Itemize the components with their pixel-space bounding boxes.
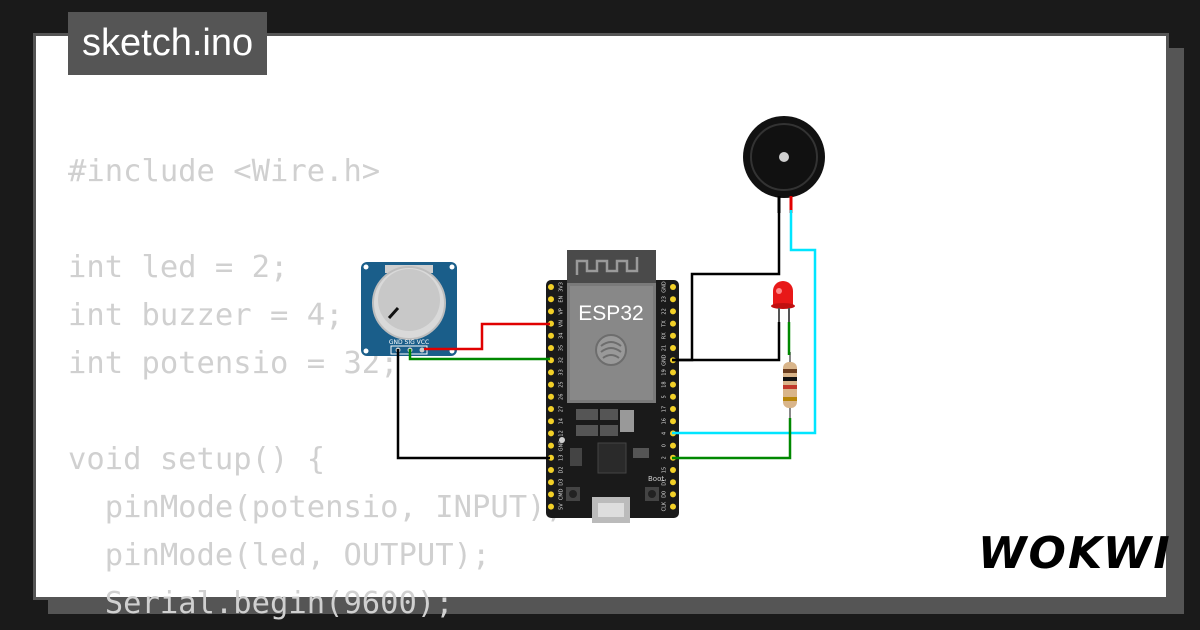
- pot-knob-indicator: [387, 306, 400, 320]
- right-pin-label: D0: [662, 491, 668, 498]
- code-line-10: Serial.begin(9600);: [68, 586, 454, 621]
- right-pin-label: RX: [662, 332, 668, 339]
- left-pin-label: 33: [559, 369, 565, 375]
- code-line-5: int potensio = 32;: [68, 346, 399, 381]
- right-pin-label: 18: [662, 381, 668, 387]
- right-pin-label: CLK: [662, 501, 668, 511]
- left-pin-label: 12: [559, 430, 565, 436]
- right-pin-label: 17: [662, 406, 668, 412]
- left-header-pin[interactable]: [548, 296, 554, 303]
- right-header-pin[interactable]: [670, 308, 676, 315]
- esp32-label: ESP32: [578, 302, 643, 325]
- right-header-pin[interactable]: [670, 491, 676, 498]
- pot-pin-labels: GND SIG VCC: [389, 339, 429, 346]
- left-header-pin[interactable]: [548, 491, 554, 498]
- code-line-9: pinMode(led, OUTPUT);: [68, 538, 491, 573]
- wokwi-logo[interactable]: WOKWI: [978, 528, 1172, 579]
- wires: [396, 210, 817, 460]
- left-pin-label: 25: [559, 381, 565, 387]
- left-header-pin[interactable]: [548, 332, 554, 339]
- left-pin-label: GND: [559, 440, 565, 452]
- left-header-pin[interactable]: [548, 503, 554, 510]
- left-pin-label: CMD: [559, 488, 565, 500]
- sketch-file-tab[interactable]: sketch.ino: [68, 12, 268, 75]
- resistor[interactable]: [783, 352, 797, 418]
- right-header-pin[interactable]: [670, 381, 676, 388]
- left-pin-label: 3V3: [559, 282, 565, 292]
- left-header-pin[interactable]: [548, 369, 554, 376]
- code-line-1: #include <Wire.h>: [68, 154, 381, 189]
- right-pin-label: TX: [662, 320, 668, 328]
- code-line-8: pinMode(potensio, INPUT);: [68, 490, 564, 525]
- left-header-pin[interactable]: [548, 284, 554, 290]
- right-pin-label: 0: [662, 444, 668, 447]
- left-header-pin[interactable]: [548, 308, 554, 315]
- code-preview: #include <Wire.h> int led = 2; int buzzer …: [68, 148, 564, 628]
- red-led[interactable]: [771, 281, 795, 322]
- right-pin-label: 22: [662, 308, 668, 314]
- left-header-pin[interactable]: [548, 467, 554, 473]
- right-header-pin[interactable]: [670, 393, 676, 400]
- left-pin-label: 13: [559, 455, 565, 461]
- right-pin-label: GND: [662, 354, 668, 366]
- right-header-pin[interactable]: [670, 406, 676, 412]
- left-pin-label: 27: [559, 406, 565, 412]
- left-header-pin[interactable]: [548, 454, 554, 461]
- right-pin-label: D1: [662, 479, 668, 486]
- right-pin-label: 19: [662, 369, 668, 375]
- left-pin-label: 32: [559, 357, 565, 363]
- right-header-pin[interactable]: [670, 467, 676, 473]
- right-pin-label: 2: [662, 456, 668, 459]
- right-pin-label: 16: [662, 418, 668, 424]
- left-header-pin[interactable]: [548, 406, 554, 412]
- right-header-pin[interactable]: [670, 418, 676, 425]
- left-header-pin[interactable]: [548, 393, 554, 400]
- left-header-pin[interactable]: [548, 479, 554, 486]
- right-pin-label: 15: [662, 467, 668, 473]
- code-line-4: int buzzer = 4;: [68, 298, 344, 333]
- right-header-pin[interactable]: [670, 296, 676, 303]
- left-pin-label: VN: [559, 320, 565, 327]
- left-header-pin[interactable]: [548, 430, 554, 437]
- right-header-pin[interactable]: [670, 345, 676, 351]
- left-pin-label: 26: [559, 394, 565, 400]
- right-pin-label: 21: [662, 345, 668, 351]
- right-pin-label: 4: [662, 432, 668, 435]
- right-pin-label: GND: [662, 281, 668, 293]
- right-header-pin[interactable]: [670, 503, 676, 510]
- buzzer[interactable]: [743, 116, 825, 213]
- right-header-pin[interactable]: [670, 479, 676, 486]
- right-header-pin[interactable]: [670, 369, 676, 376]
- left-pin-label: EN: [559, 295, 565, 302]
- left-pin-label: 14: [559, 418, 565, 424]
- esp32-board[interactable]: ESP32 Boot 3V3ENVPVN343532332526271412GN…: [546, 250, 679, 523]
- left-header-pin[interactable]: [548, 345, 554, 351]
- boot-label: Boot: [648, 475, 664, 483]
- right-header-pin[interactable]: [670, 320, 676, 327]
- left-header-pin[interactable]: [548, 381, 554, 388]
- code-line-3: int led = 2;: [68, 250, 289, 285]
- right-header-pin[interactable]: [670, 284, 676, 290]
- left-header-pin[interactable]: [548, 442, 554, 449]
- left-pin-label: 35: [559, 345, 565, 351]
- left-pin-label: D3: [559, 479, 565, 486]
- left-header-pin[interactable]: [548, 418, 554, 425]
- right-pin-label: 23: [662, 296, 668, 302]
- right-header-pin[interactable]: [670, 442, 676, 449]
- potentiometer[interactable]: GND SIG VCC: [361, 262, 457, 356]
- right-pin-label: 5: [662, 395, 668, 398]
- left-pin-label: VP: [559, 308, 565, 314]
- left-pin-label: D2: [559, 466, 565, 473]
- left-pin-label: 34: [559, 333, 565, 339]
- left-pin-label: 5V: [559, 503, 565, 510]
- right-header-pin[interactable]: [670, 332, 676, 339]
- code-line-7: void setup() {: [68, 442, 326, 477]
